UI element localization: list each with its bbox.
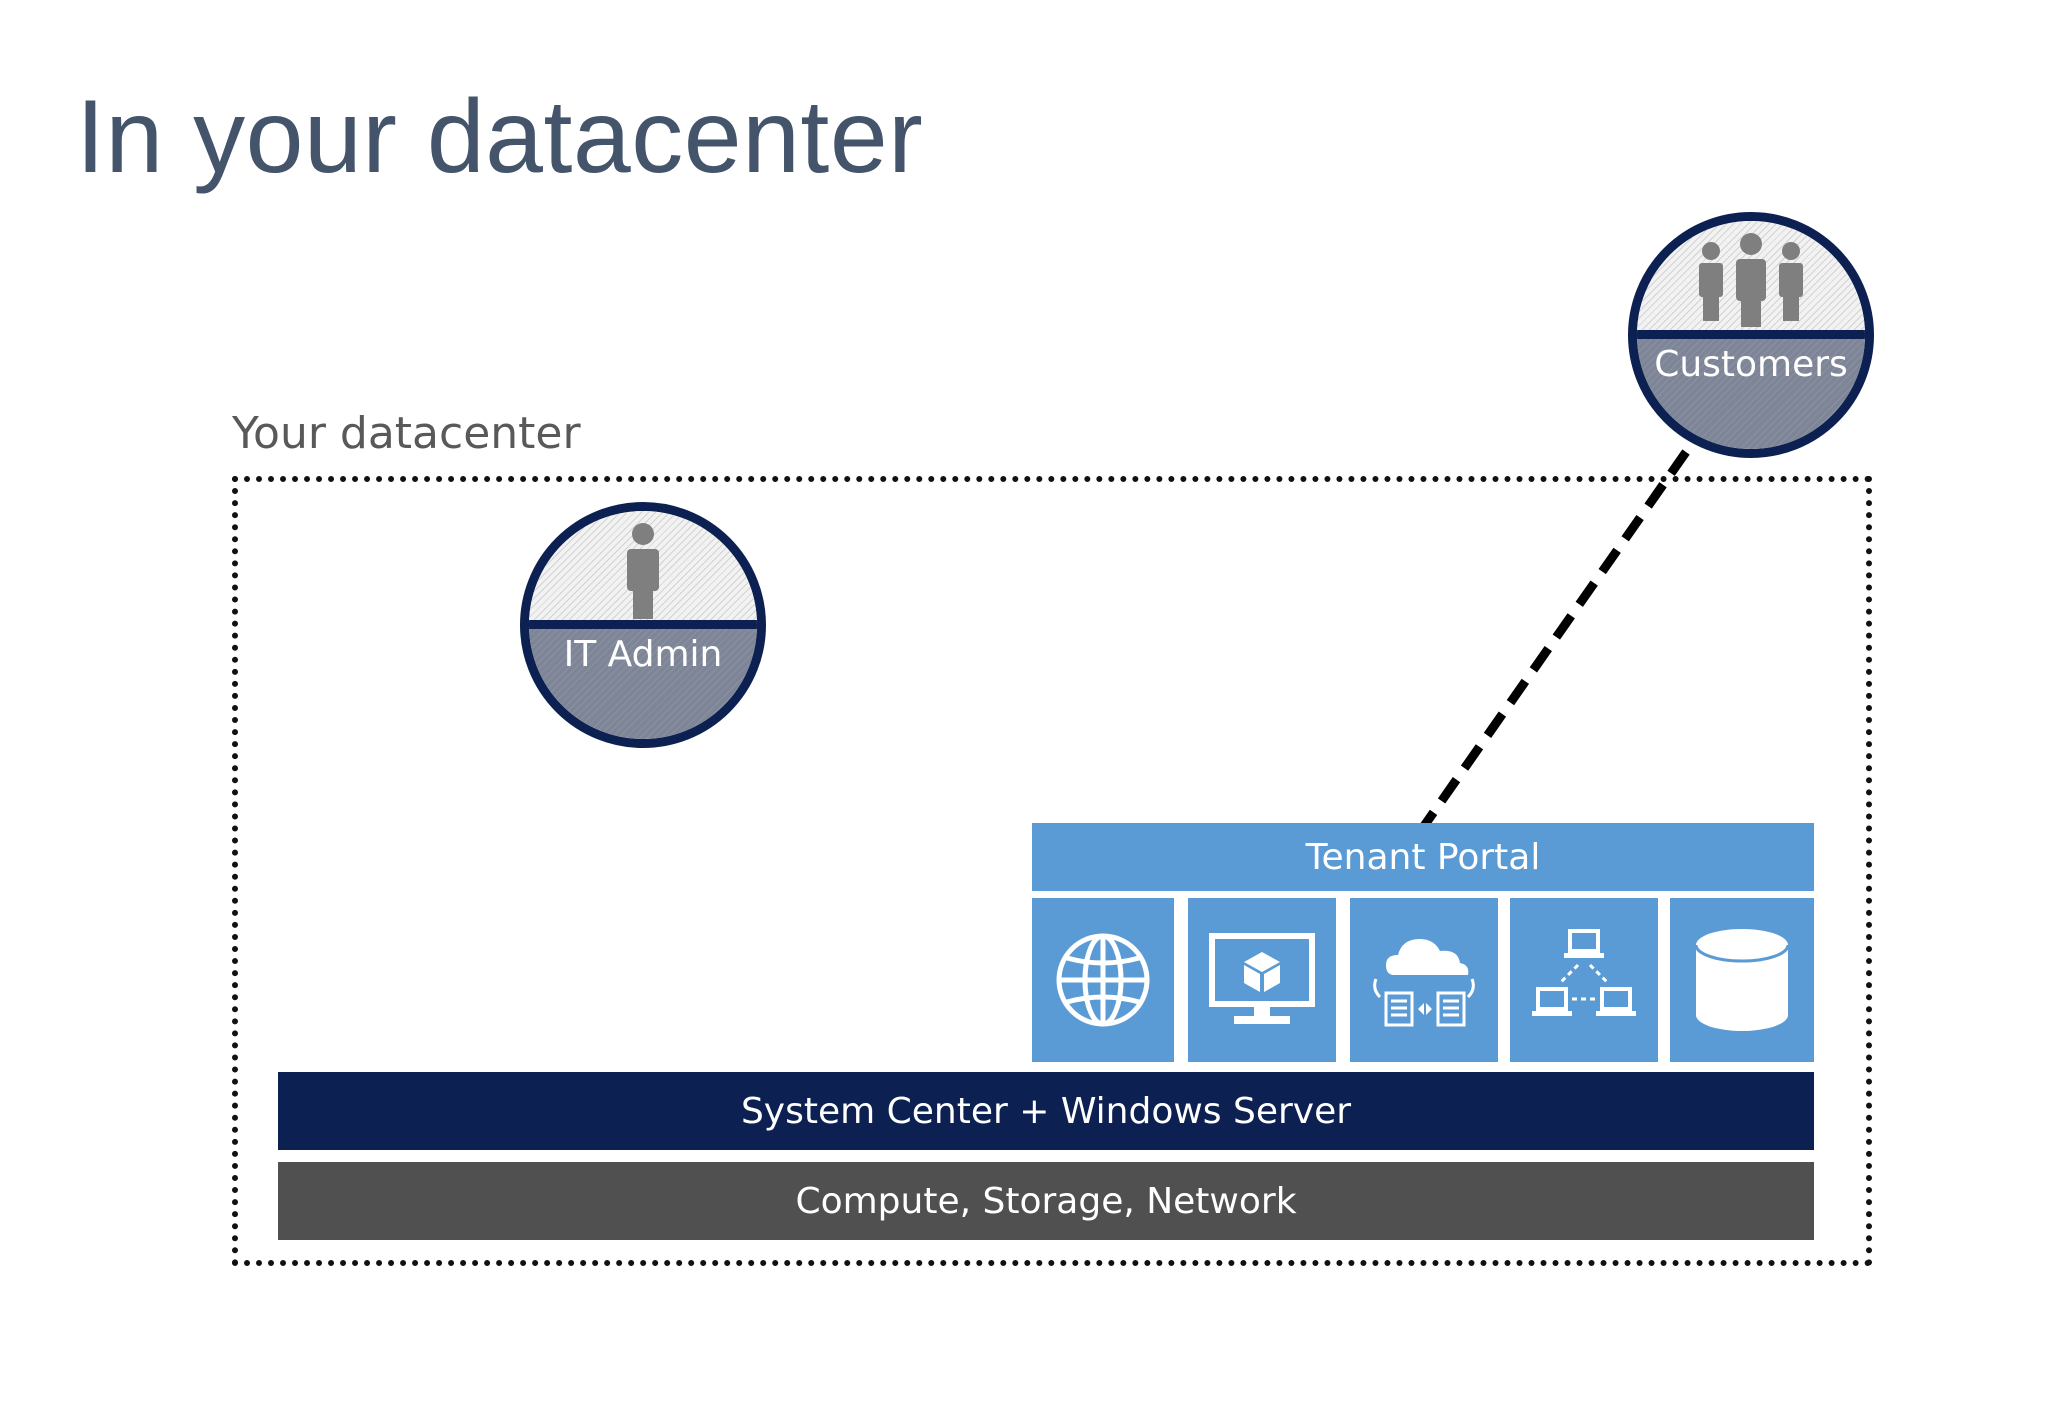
slide-title: In your datacenter: [76, 79, 924, 195]
it-admin-label: IT Admin: [563, 634, 723, 676]
persona-bottom-half: [1637, 339, 1865, 449]
service-tile-database: [1670, 898, 1814, 1062]
persona-divider: [1637, 330, 1865, 340]
persona-bottom-half: [529, 629, 757, 739]
it-admin-persona: IT Admin: [520, 502, 766, 748]
person-icon: [627, 523, 659, 619]
cloud-sync-icon: [1373, 939, 1475, 1027]
customers-label: Customers: [1654, 344, 1848, 386]
customers-persona: Customers: [1628, 212, 1874, 458]
service-tile-vm: [1188, 898, 1336, 1062]
service-tile-cloud-sync: [1350, 898, 1498, 1062]
people-group-icon: [1699, 233, 1803, 327]
persona-divider: [529, 620, 757, 630]
monitor-cube-icon: [1209, 933, 1315, 1024]
datacenter-label: Your datacenter: [232, 408, 581, 459]
compute-storage-network-bar: Compute, Storage, Network: [278, 1162, 1814, 1240]
service-tile-network: [1510, 898, 1658, 1062]
database-icon: [1694, 929, 1790, 1031]
system-center-bar: System Center + Windows Server: [278, 1072, 1814, 1150]
service-tile-web: [1032, 898, 1174, 1062]
globe-icon: [1056, 933, 1150, 1027]
tenant-portal-header: Tenant Portal: [1032, 823, 1814, 891]
network-computers-icon: [1532, 929, 1636, 1016]
datacenter-boundary: [232, 476, 1872, 1266]
